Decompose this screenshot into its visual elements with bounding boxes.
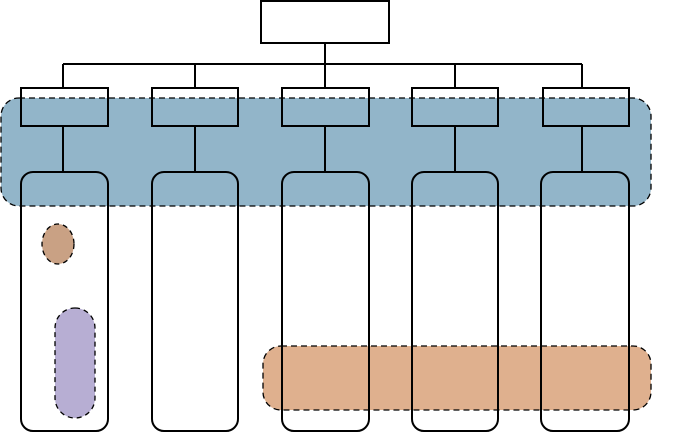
root-box [260, 0, 390, 44]
orange-highlight-band [262, 345, 652, 411]
child-box-5 [542, 87, 630, 127]
small-orange-ellipse [41, 223, 75, 265]
column-4 [411, 171, 499, 432]
purple-pill-shape [54, 307, 96, 419]
column-2 [151, 171, 239, 432]
column-5 [540, 171, 630, 432]
child-box-3 [281, 87, 370, 127]
child-box-2 [151, 87, 239, 127]
tree-connectors [62, 43, 583, 172]
column-3 [281, 171, 370, 432]
child-box-4 [411, 87, 499, 127]
root-node [260, 0, 390, 44]
column-containers [20, 171, 630, 432]
child-nodes [20, 87, 630, 127]
column-1 [20, 171, 109, 432]
child-box-1 [20, 87, 109, 127]
